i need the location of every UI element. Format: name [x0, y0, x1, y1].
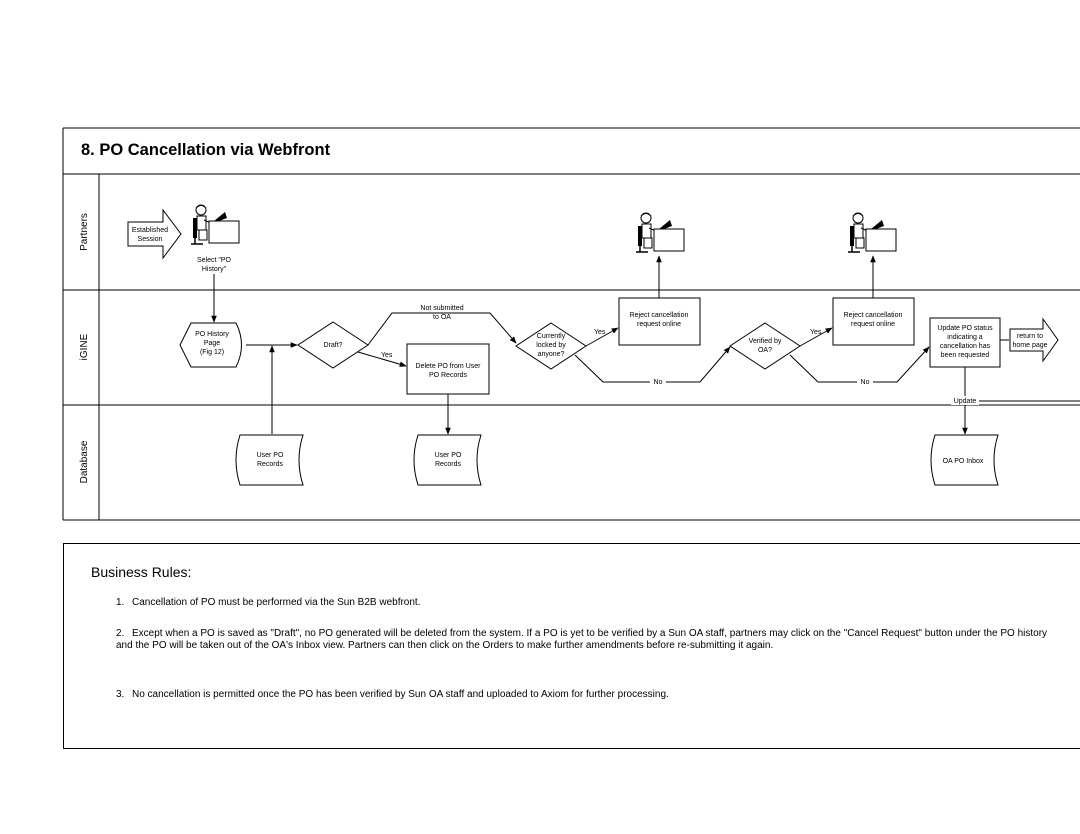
edge-label-no: No — [861, 379, 870, 386]
business-rules-heading: Business Rules: — [91, 564, 192, 580]
lane-label-igine: iGINE — [79, 333, 90, 360]
edge-label-yes: Yes — [594, 329, 606, 336]
draft-decision-node: Draft? — [297, 321, 369, 369]
diagram-frame — [62, 127, 1080, 521]
svg-text:OA PO Inbox: OA PO Inbox — [943, 458, 984, 465]
business-rule-item: 2.Except when a PO is saved as "Draft", … — [116, 628, 1048, 651]
flow-connectors — [211, 255, 1080, 435]
business-rules-panel: Business Rules: 1.Cancellation of PO mus… — [63, 543, 1080, 749]
edge-label-update: Update — [954, 398, 977, 405]
lane-label-database: Database — [79, 440, 90, 483]
business-rule-item: 3.No cancellation is permitted once the … — [116, 689, 669, 700]
oa-po-inbox-store: OA PO Inbox — [930, 434, 999, 486]
business-rule-item: 1.Cancellation of PO must be performed v… — [116, 597, 421, 608]
partner-icon — [635, 212, 685, 253]
partner-icon — [847, 212, 897, 253]
svg-text:Draft?: Draft? — [323, 342, 342, 349]
partner-icon — [190, 204, 240, 245]
edge-label-yes: Yes — [810, 329, 822, 336]
process-flow-diagram: 8. PO Cancellation via Webfront Partners… — [62, 127, 1080, 521]
lane-label-partners: Partners — [79, 213, 90, 251]
edge-label-no: No — [654, 379, 663, 386]
diagram-title: 8. PO Cancellation via Webfront — [81, 141, 331, 159]
edge-label-yes: Yes — [381, 352, 393, 359]
